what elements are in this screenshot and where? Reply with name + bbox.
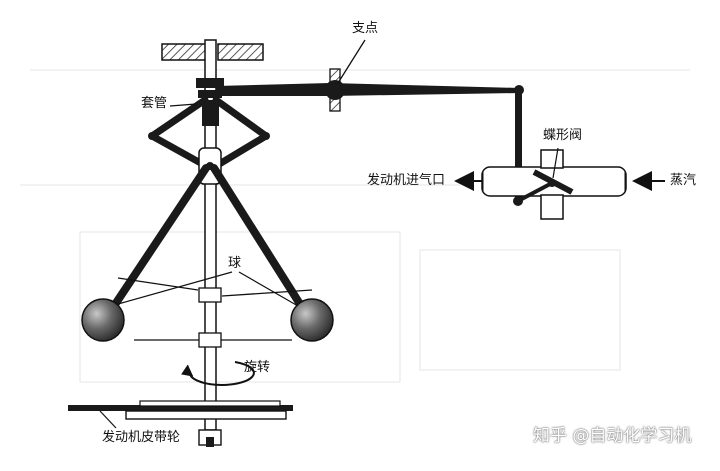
sleeve-label: 套管 [141,96,168,111]
upper-links [148,96,270,170]
ball-leaders [117,271,299,307]
ball-arms [106,164,309,316]
sleeve-collar [196,78,224,126]
steam-label: 蒸汽 [670,173,697,188]
flyball-right [290,298,334,342]
rotation-label: 旋转 [244,360,271,375]
rotation-arrow [181,361,255,386]
butterfly-valve [517,169,574,203]
engine-intake-label: 发动机进气口 [367,173,446,188]
butterfly-valve-label: 蝶形阀 [543,128,583,143]
background-noise [20,69,690,383]
pulley-leader [99,410,117,429]
valve-leader [552,147,559,179]
sleeve-leader [169,103,197,107]
top-cap [161,43,264,61]
lever-arm [216,83,520,96]
pivot-leader [337,39,366,84]
engine-pulley [68,400,293,447]
engine-pulley-label: 发动机皮带轮 [102,430,181,445]
cross-rods [117,277,313,348]
flyball-left [81,298,125,342]
watermark: 知乎 @自动化学习机 [533,426,692,446]
pivot-label: 支点 [352,21,379,36]
pivot [325,68,345,112]
ball-label: 球 [228,256,242,271]
